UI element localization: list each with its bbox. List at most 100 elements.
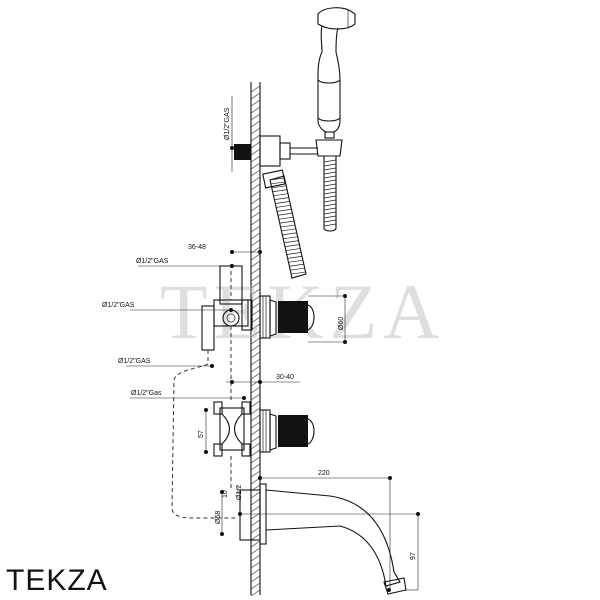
label-gas-3: Ø1/2"GAS — [118, 358, 151, 365]
label-10: 10 — [222, 490, 229, 498]
wall-hatch-line — [250, 561, 261, 569]
hose-coil — [271, 185, 286, 189]
wall-hatch-line — [250, 232, 261, 240]
wall-hatching — [250, 85, 261, 597]
hose-coil — [323, 211, 337, 215]
wall-hatch-line — [250, 99, 261, 107]
wall-hatch-line — [250, 470, 261, 478]
wall-hatch-line — [250, 372, 261, 380]
lower-valve-body — [213, 401, 251, 457]
wall-hatch-line — [250, 239, 261, 247]
wall-hatch-line — [250, 575, 261, 583]
hose-coil — [281, 228, 296, 232]
wall-hatch-line — [250, 498, 261, 506]
label-58: Ø58 — [215, 511, 222, 524]
wall-hatch-line — [250, 106, 261, 114]
hose-coil — [285, 248, 300, 251]
hose-coil — [277, 212, 292, 216]
hose-coil — [323, 163, 337, 167]
wall-hatch-line — [250, 351, 261, 359]
hose-coil — [323, 199, 337, 203]
wall-hatch-line — [250, 442, 261, 450]
wall-hatch-line — [250, 85, 261, 93]
wall-hatch-line — [250, 281, 261, 289]
wall-hatch-line — [250, 113, 261, 121]
wall-hatch-line — [250, 526, 261, 534]
hose-coil — [289, 263, 304, 267]
wall-hatch-line — [250, 428, 261, 436]
hose-coil — [323, 215, 337, 219]
wall-hatch-line — [250, 253, 261, 261]
hose-coil — [323, 207, 337, 211]
upper-valve-handle — [259, 295, 315, 339]
lower-valve-handle — [259, 409, 315, 453]
dimension-lines — [126, 96, 419, 591]
wall-hatch-line — [250, 386, 261, 394]
wall-hatch-line — [250, 267, 261, 275]
hand-shower — [317, 7, 356, 139]
hose-coil — [269, 177, 285, 181]
hose-coil — [284, 244, 300, 247]
hose-coil — [288, 259, 303, 263]
hose-coil — [278, 216, 293, 220]
label-gas-top: Ø1/2"GAS — [224, 107, 231, 140]
wall-hatch-line — [250, 148, 261, 156]
hose-coil — [323, 195, 337, 199]
wall-hatch-line — [250, 491, 261, 499]
hose-coil — [323, 191, 337, 195]
hose-coil — [284, 240, 299, 244]
hose-coil — [291, 271, 306, 275]
label-97: 97 — [410, 552, 417, 560]
label-220: 220 — [318, 470, 330, 477]
wall-hatch-line — [250, 589, 261, 597]
wall-hatch-line — [250, 162, 261, 170]
hose-coil — [279, 220, 294, 224]
wall-hatch-line — [250, 547, 261, 555]
hose-coil — [323, 167, 337, 171]
wall-hatch-line — [250, 540, 261, 548]
brand-logo: TEKZA — [6, 564, 108, 597]
shower-holder — [234, 135, 343, 167]
wall-hatch-line — [250, 141, 261, 149]
wall-hatch-line — [250, 155, 261, 163]
shower-hose-coiled — [323, 156, 337, 232]
wall-hatch-line — [250, 169, 261, 177]
wall-hatch-line — [250, 127, 261, 135]
label-57: 57 — [198, 430, 205, 438]
wall-hatch-line — [250, 204, 261, 212]
wall-hatch-line — [250, 414, 261, 422]
hose-coil — [275, 201, 290, 204]
wall-hatch-line — [250, 456, 261, 464]
hose-coil — [274, 197, 289, 200]
wall-hatch-line — [250, 288, 261, 296]
wall-hatch-line — [250, 358, 261, 366]
wall-hatch-line — [250, 120, 261, 128]
hose-coil — [287, 256, 302, 259]
hose-coil — [323, 175, 337, 179]
hose-coil — [323, 159, 337, 163]
wall-hatch-line — [250, 582, 261, 590]
hose-coil — [276, 209, 292, 212]
hose-coil — [323, 219, 337, 223]
wall-hatch-line — [250, 365, 261, 373]
hose-coil — [323, 203, 337, 207]
wall-hatch-line — [250, 554, 261, 562]
wall-hatch-line — [250, 568, 261, 576]
wall-hatch-line — [250, 463, 261, 471]
wall-hatch-line — [250, 190, 261, 198]
bath-spout — [239, 483, 407, 595]
wall-hatch-line — [250, 92, 261, 100]
wall-hatch-line — [250, 435, 261, 443]
wall-hatch-line — [250, 211, 261, 219]
hose-coil — [276, 205, 291, 208]
dimension-markers — [204, 146, 420, 592]
hose-coil — [323, 179, 337, 183]
wall-hatch-line — [250, 330, 261, 338]
hose-coil — [323, 171, 337, 175]
wall-hatch-line — [250, 533, 261, 541]
wall-hatch-line — [250, 274, 261, 282]
hose-coil — [323, 223, 337, 227]
wall-hatch-line — [250, 505, 261, 513]
hose-coil — [280, 224, 295, 228]
